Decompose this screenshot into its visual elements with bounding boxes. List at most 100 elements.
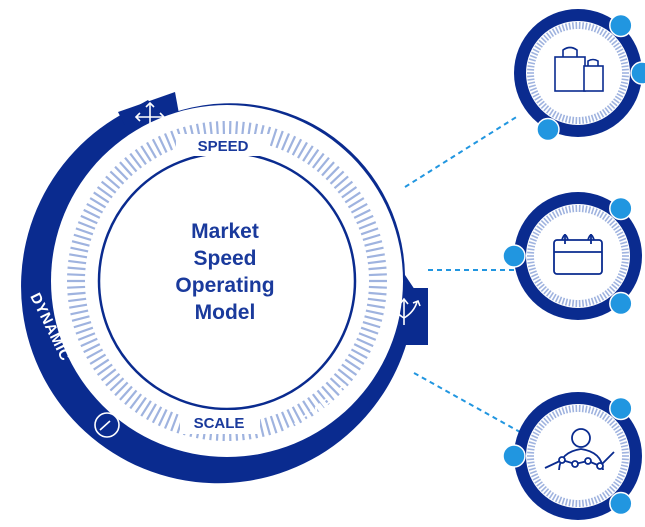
satellite-tick [528,441,536,445]
satellite-tick [611,39,618,46]
tick-mark [264,417,272,436]
satellite-tick [536,42,543,48]
satellite-tick [596,295,602,303]
tick-mark [75,227,94,236]
satellite-tick [528,84,536,88]
satellite-tick [548,292,555,299]
tick-mark [157,409,168,427]
satellite-tick [538,222,545,229]
satellite-tick [558,408,563,416]
tick-mark [356,214,374,225]
satellite-tick [596,209,602,217]
satellite-tick [609,36,616,44]
satellite-tick [551,211,557,219]
satellite-tick [620,61,629,65]
tick-mark [360,227,379,236]
satellite-tick [613,425,620,431]
tick-mark [286,135,297,153]
satellite-tick [536,281,543,287]
satellite-tick [571,116,575,124]
satellite-tick [531,90,539,95]
center-title-line-3: Operating [175,274,275,297]
satellite-tick [540,219,547,227]
satellite-tick [527,78,535,81]
tick-mark [105,175,121,190]
tick-mark [69,253,88,259]
satellite-tick [613,98,620,104]
satellite-tick [619,87,627,92]
tick-mark [367,259,386,265]
satellite-tick [529,437,537,442]
tick-mark [364,315,383,322]
satellite-tick [551,411,557,419]
satellite-tick [554,112,560,120]
tick-mark [368,285,387,289]
satellite-tick [527,65,535,68]
satellite-tick [543,417,550,424]
tick-mark [105,372,121,387]
satellite-tick [620,444,629,448]
tick-mark [329,170,345,185]
tick-mark [302,400,314,417]
satellite-tick [528,267,536,271]
satellite-tick [543,488,550,495]
satellite-tick [601,492,608,499]
tick-mark [68,259,87,265]
satellite-tick [545,107,552,114]
tick-mark [163,133,173,151]
tick-mark [75,326,94,335]
tick-mark [297,403,308,421]
satellite-tick [619,237,627,242]
tick-mark [146,403,157,421]
satellite-tick [543,105,550,112]
satellite-tick [534,95,542,101]
satellite-tick [620,267,628,271]
satellite-tick [581,116,585,124]
satellite-tick [571,205,575,213]
satellite-tick [599,411,605,419]
satellite-tick [568,205,572,213]
satellite-tick [529,87,537,92]
tick-mark [367,297,386,303]
satellite-tick [606,34,613,41]
satellite-tick [611,483,618,490]
satellite-tick [614,95,622,101]
tick-mark [77,221,96,230]
tick-mark [350,202,368,214]
satellite-tick [617,434,625,439]
satellite-tick [545,32,552,39]
tick-mark [311,393,325,410]
satellite-tick [558,113,563,121]
satellite-node-dot [609,491,633,516]
tick-mark [146,141,157,159]
satellite-tick [554,409,560,417]
tick-mark [365,309,384,316]
tick-mark [134,396,147,414]
tick-mark [321,161,335,177]
tick-mark [360,326,379,335]
tick-mark [368,273,387,277]
satellite-tick [599,293,605,301]
satellite-tick [581,405,585,413]
satellite-tick [621,461,629,464]
tick-mark [114,381,129,397]
satellite-tick [532,92,540,98]
satellite-tick [534,428,542,434]
satellite-tick [601,30,608,37]
satellite-tick [548,30,555,37]
tick-mark [337,180,354,194]
tick-mark [291,406,303,424]
satellite-tick [564,23,569,31]
center-title-line-1: Market [191,220,259,243]
satellite-tick [527,244,536,248]
connector-top [404,115,519,188]
satellite-tick [540,485,547,493]
tick-mark [269,415,278,434]
satellite-center [538,416,618,496]
satellite-tick [554,26,560,34]
satellite-tick [538,39,545,46]
satellite-node-dot [630,61,645,85]
satellite-tick [558,208,563,216]
satellite-tick [613,481,620,487]
satellite-tick [527,81,536,85]
